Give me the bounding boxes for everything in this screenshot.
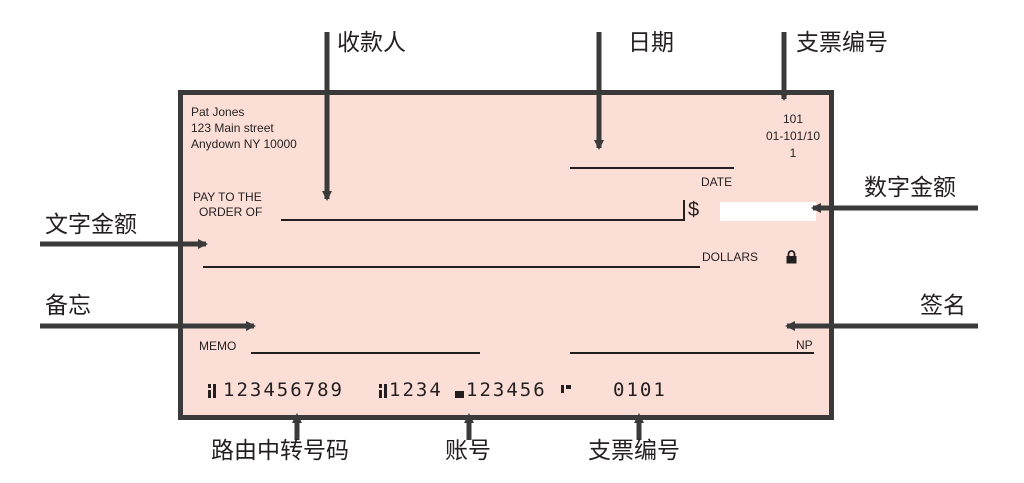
label-check-number-top: 支票编号 xyxy=(796,30,888,56)
check-body: Pat Jones 123 Main street Anydown NY 100… xyxy=(178,90,834,420)
label-payee: 收款人 xyxy=(337,30,406,56)
fraction-code: 01-101/10 xyxy=(765,129,821,143)
fraction-sub: 1 xyxy=(789,146,797,160)
holder-city: Anydown NY 10000 xyxy=(191,137,297,151)
label-check-number-bottom: 支票编号 xyxy=(588,438,680,464)
memo-line xyxy=(251,352,480,354)
micr-transit-symbol-part xyxy=(213,384,216,398)
micr-onus-symbol-part xyxy=(566,385,571,389)
date-label: DATE xyxy=(701,175,733,189)
signature-line xyxy=(570,352,814,354)
micr-transit-symbol xyxy=(379,384,382,388)
amount-numeric-box xyxy=(720,202,816,221)
micr-account: 1234 xyxy=(389,379,443,401)
label-memo: 备忘 xyxy=(45,293,91,319)
micr-routing: 123456789 xyxy=(223,379,344,401)
np-label: NP xyxy=(796,338,813,352)
pay-to-label-2: ORDER OF xyxy=(199,205,263,219)
micr-onus-symbol xyxy=(455,391,464,398)
micr-transit-symbol-part xyxy=(379,390,382,398)
micr-transit-symbol-part xyxy=(208,390,211,398)
check-number: 101 xyxy=(782,112,804,126)
amount-words-line xyxy=(203,266,700,268)
memo-label: MEMO xyxy=(199,339,237,353)
label-account-number: 账号 xyxy=(445,438,491,464)
micr-check-number: 0101 xyxy=(613,379,667,401)
micr-onus-symbol-2 xyxy=(561,385,564,393)
holder-name: Pat Jones xyxy=(191,105,245,119)
date-line xyxy=(570,167,734,169)
pay-to-label-1: PAY TO THE xyxy=(193,190,262,204)
label-amount-numeric: 数字金额 xyxy=(864,175,956,201)
lock-icon xyxy=(786,250,797,264)
payee-line xyxy=(281,219,685,221)
label-date: 日期 xyxy=(628,30,674,56)
label-routing-number: 路由中转号码 xyxy=(211,438,349,464)
micr-transit-symbol xyxy=(208,384,211,388)
dollars-label: DOLLARS xyxy=(702,250,759,264)
label-amount-words: 文字金额 xyxy=(45,212,137,238)
dollar-sign: $ xyxy=(688,199,700,221)
micr-account-suffix: 123456 xyxy=(466,379,547,401)
holder-street: 123 Main street xyxy=(191,121,274,135)
payee-line-end xyxy=(683,200,685,221)
micr-transit-symbol-part xyxy=(384,384,387,398)
label-signature: 签名 xyxy=(920,293,966,319)
